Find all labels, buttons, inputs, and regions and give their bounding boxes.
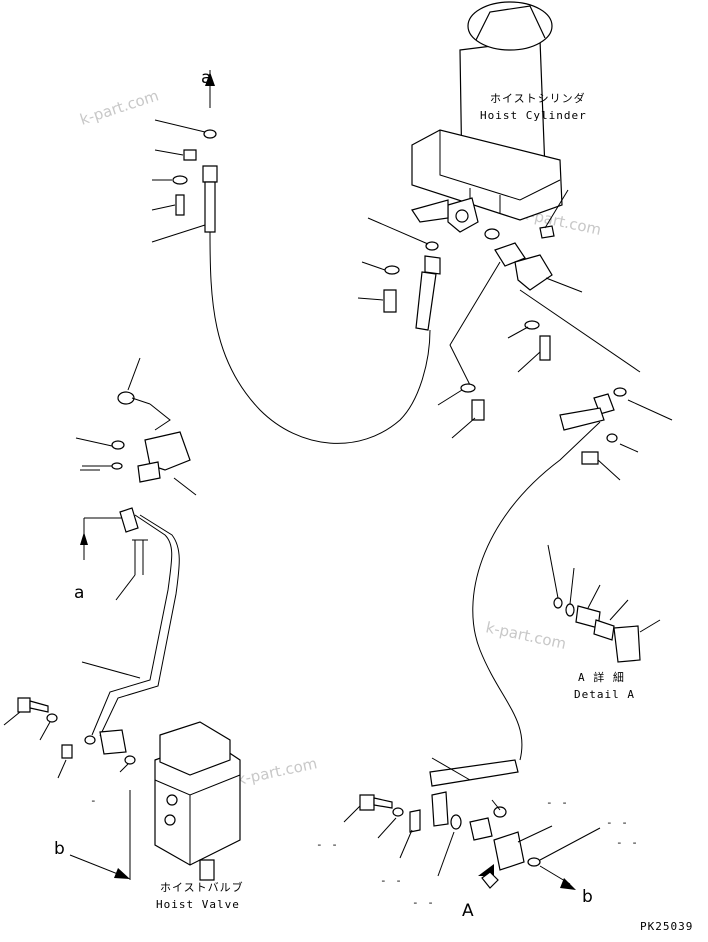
part-code: PK25039 [640, 920, 693, 933]
pipe-a [80, 507, 180, 755]
dash-mark: - - [546, 796, 569, 809]
bracket-assembly [80, 391, 191, 483]
detail-a-parts [553, 597, 641, 663]
watermark: k-part.com [78, 86, 161, 128]
ref-b-left: b [54, 839, 65, 859]
left-fasteners [17, 697, 136, 765]
hoist-cylinder-label-jp: ホイストシリンダ [490, 91, 586, 105]
watermark: k-part.com [484, 618, 568, 653]
dash-mark: - - [606, 816, 629, 829]
watermark: k-part.com [235, 754, 319, 789]
view-a-label: A [462, 901, 474, 921]
dash-mark: - - [412, 896, 435, 909]
detail-a-label-jp: A 詳 細 [578, 670, 625, 684]
hoist-valve-label-en: Hoist Valve [156, 898, 240, 911]
ref-a-left: a [74, 583, 84, 603]
hoist-cylinder-label-en: Hoist Cylinder [480, 109, 587, 122]
dash-mark: - - [380, 874, 403, 887]
hoist-cylinder [411, 1, 563, 233]
dash-mark: - - [316, 838, 339, 851]
hoist-valve [129, 721, 241, 881]
hose-a-upper [172, 70, 431, 444]
hose-b [472, 387, 627, 761]
detail-a-label-en: Detail A [574, 688, 635, 701]
hose-cylinder-fitting [383, 241, 441, 331]
hoist-valve-label-jp: ホイストバルブ [160, 880, 244, 894]
cylinder-port-fittings [449, 225, 641, 421]
dash-mark: - - [616, 836, 639, 849]
valve-port-fittings [359, 759, 541, 871]
ref-a-top: a [201, 68, 211, 88]
ref-b-right: b [582, 887, 593, 907]
dash-mark: - [90, 794, 98, 807]
